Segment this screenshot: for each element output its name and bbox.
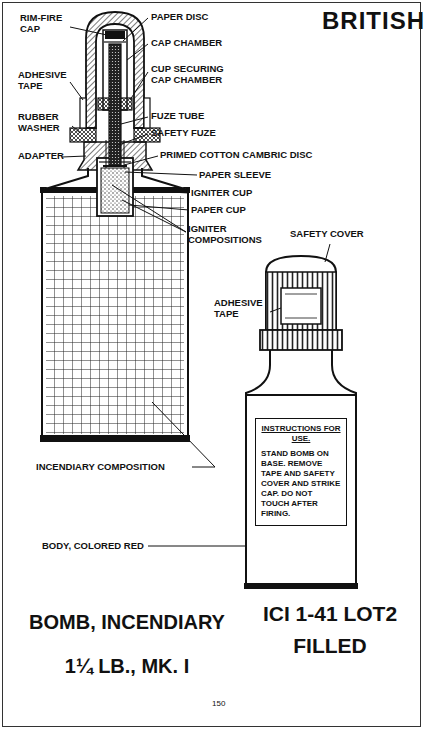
part-label: CAP CHAMBER <box>151 38 222 49</box>
part-label: CUP SECURING CAP CHAMBER <box>151 64 231 85</box>
part-label: SAFETY FUZE <box>151 128 216 139</box>
page-number: 150 <box>212 700 225 709</box>
panel-text: STAND BOMB ON BASE. REMOVE TAPE AND SAFE… <box>261 449 341 519</box>
part-label: RIM-FIRE CAP <box>20 13 70 34</box>
part-label: ADAPTER <box>18 151 64 162</box>
part-label: INCENDIARY COMPOSITION <box>36 462 165 473</box>
part-label: SAFETY COVER <box>290 229 364 240</box>
caption: BOMB, INCENDIARY 1¼ LB., MK. I <box>22 600 232 688</box>
frame <box>3 3 421 727</box>
part-label: PRIMED COTTON CAMBRIC DISC <box>160 150 312 161</box>
stencil-marking: ICI 1-41 LOT2 FILLED <box>245 598 415 662</box>
part-label: BODY, COLORED RED <box>42 541 144 552</box>
part-label: FUZE TUBE <box>151 111 204 122</box>
part-label: PAPER CUP <box>191 205 246 216</box>
part-label: PAPER SLEEVE <box>199 170 271 181</box>
instruction-panel: INSTRUCTIONS FOR USE. STAND BOMB ON BASE.… <box>255 418 347 526</box>
part-label: PAPER DISC <box>151 12 208 23</box>
part-label: IGNITER COMPOSITIONS <box>188 224 278 245</box>
part-label: ADHESIVE TAPE <box>214 298 269 319</box>
part-label: ADHESIVE TAPE <box>18 70 73 91</box>
part-label: RUBBER WASHER <box>18 112 73 133</box>
panel-heading: INSTRUCTIONS FOR USE. <box>261 424 341 443</box>
part-label: IGNITER CUP <box>191 188 252 199</box>
title: BRITISH <box>322 7 425 35</box>
